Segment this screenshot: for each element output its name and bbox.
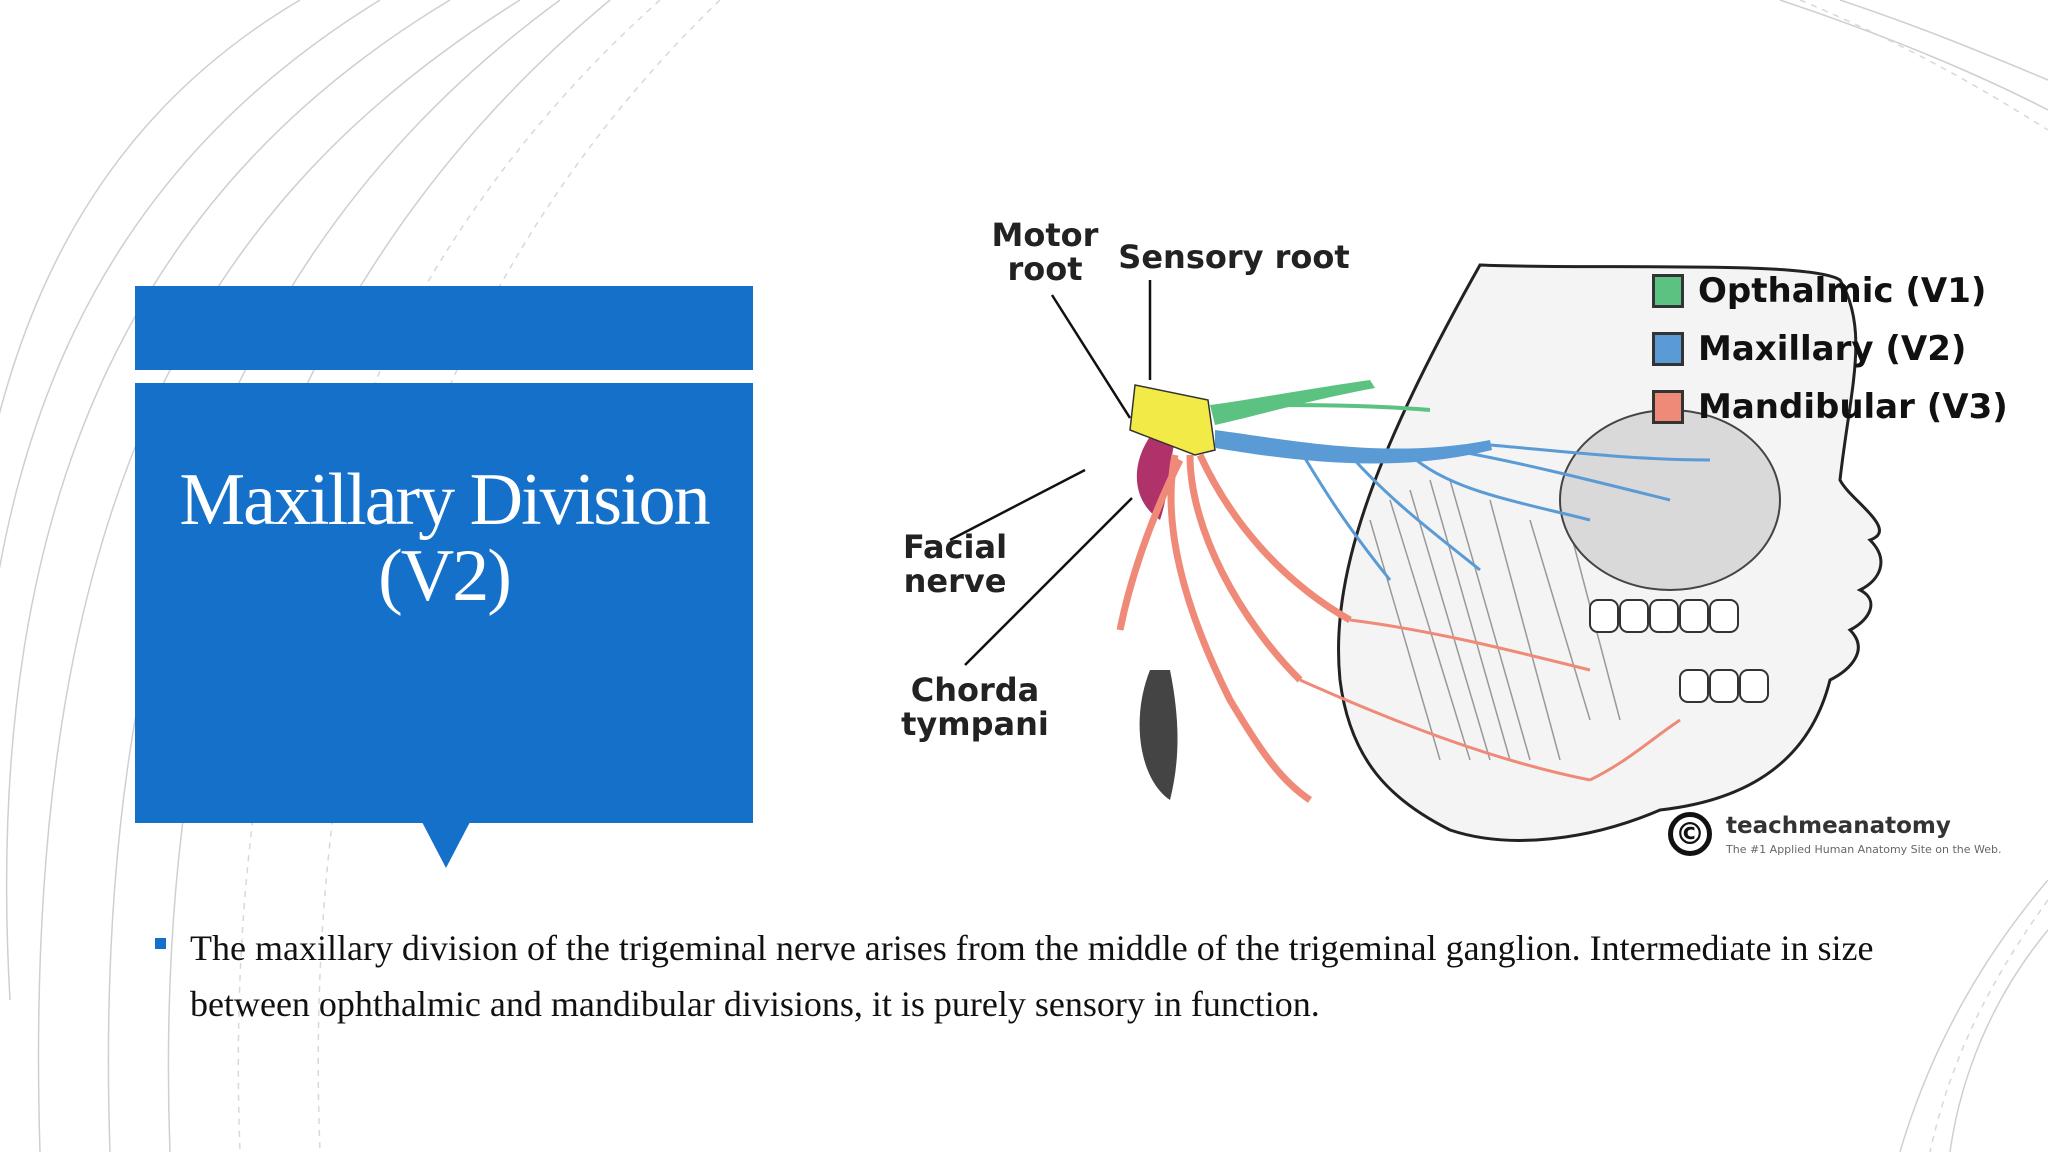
slide-title-line-2: (V2) xyxy=(378,535,512,617)
facial-nerve-label: Facial nerve xyxy=(902,528,1008,600)
chorda-tympani-label-line-2: tympani xyxy=(901,705,1049,743)
sensory-root-label: Sensory root xyxy=(1118,238,1350,276)
chorda-tympani-label-line-1: Chorda xyxy=(910,671,1040,709)
copyright-logo-icon: © xyxy=(1668,812,1712,856)
legend-item-v3: Mandibular (V3) xyxy=(1652,378,2008,436)
credit-tagline: The #1 Applied Human Anatomy Site on the… xyxy=(1726,842,2002,856)
chorda-tympani-label: Chorda tympani xyxy=(900,673,1050,741)
title-box-pointer xyxy=(422,822,470,868)
bullet-list: The maxillary division of the trigeminal… xyxy=(155,920,1985,1032)
legend-label-v1: Opthalmic (V1) xyxy=(1698,271,1987,311)
bullet-text: The maxillary division of the trigeminal… xyxy=(190,928,1874,1024)
bullet-item: The maxillary division of the trigeminal… xyxy=(155,920,1985,1032)
teachmeanatomy-credit: © teachmeanatomy The #1 Applied Human An… xyxy=(1668,812,2002,856)
title-box xyxy=(135,383,753,823)
slide-title: Maxillary Division (V2) xyxy=(135,462,753,614)
bullet-square-icon xyxy=(155,938,166,949)
nerve-division-legend: Opthalmic (V1) Maxillary (V2) Mandibular… xyxy=(1652,262,2008,436)
motor-root-label-line-1: Motor xyxy=(991,216,1099,254)
credit-name: teachmeanatomy xyxy=(1726,812,1951,839)
skull-nerve-illustration xyxy=(949,263,1883,842)
motor-root-label: Motor root xyxy=(980,218,1110,286)
motor-root-label-line-2: root xyxy=(1007,250,1083,288)
slide-title-line-1: Maxillary Division xyxy=(179,459,710,541)
trigeminal-nerve-figure: Motor root Sensory root Facial nerve Cho… xyxy=(830,200,2010,890)
legend-item-v1: Opthalmic (V1) xyxy=(1652,262,2008,320)
legend-item-v2: Maxillary (V2) xyxy=(1652,320,2008,378)
title-accent-bar xyxy=(135,286,753,370)
legend-swatch-v1 xyxy=(1652,274,1684,308)
legend-swatch-v2 xyxy=(1652,332,1684,366)
legend-label-v2: Maxillary (V2) xyxy=(1698,329,1967,369)
legend-swatch-v3 xyxy=(1652,390,1684,424)
legend-label-v3: Mandibular (V3) xyxy=(1698,387,2008,427)
